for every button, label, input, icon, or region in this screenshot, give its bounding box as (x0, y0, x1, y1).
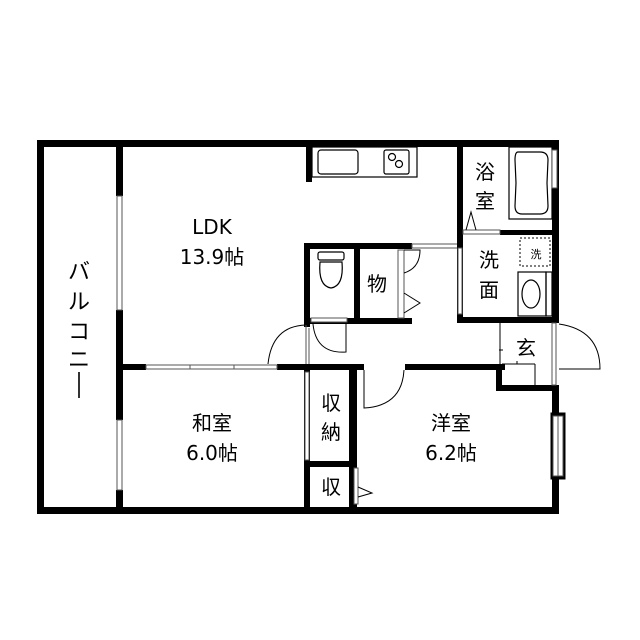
stove-icon (383, 149, 410, 175)
sliding-door-ldk-washitsu (145, 364, 278, 370)
sink-icon (317, 149, 359, 175)
balcony-char-3: コ (68, 320, 90, 345)
storage-door (397, 249, 421, 319)
bathroom-label-2: 室 (475, 189, 495, 213)
ldk-label: LDK (192, 215, 233, 239)
ldk-door (267, 324, 310, 365)
washroom-label-2: 面 (479, 278, 499, 302)
storage-label: 物 (367, 272, 387, 296)
bathroom-label-1: 浴 (475, 160, 495, 184)
washitsu-label: 和室 (192, 411, 232, 435)
balcony-char-2: ル (68, 290, 90, 315)
youshitsu-window (550, 412, 566, 480)
ldk-size: 13.9帖 (180, 245, 245, 269)
closet-large-label-1: 収 (321, 391, 341, 415)
balcony-char-4: ニ (68, 348, 90, 373)
balcony-windows (116, 195, 123, 491)
wet-area-walls (457, 140, 559, 323)
youshitsu-size: 6.2帖 (425, 441, 477, 465)
entrance-label: 玄 (516, 336, 536, 360)
toilet-icon (317, 251, 345, 289)
closet-small-label: 収 (321, 475, 341, 499)
room-labels: LDK 13.9帖 和室 6.0帖 洋室 6.2帖 浴 室 洗 面 物 収 納 … (68, 160, 542, 499)
entrance (499, 323, 536, 385)
kitchen-counter (311, 146, 418, 178)
washroom-label-1: 洗 (479, 248, 499, 272)
toilet-block-walls (304, 243, 412, 327)
front-door (551, 322, 601, 386)
balcony-char-1: バ (68, 260, 90, 285)
hallway-walls (304, 364, 559, 391)
youshitsu-label: 洋室 (431, 411, 471, 435)
bathtub-icon (508, 146, 553, 220)
washer-label: 洗 (531, 248, 542, 261)
wash-basin-icon (517, 271, 553, 317)
closet-large-label-2: 納 (321, 420, 341, 444)
washitsu-size: 6.0帖 (186, 441, 238, 465)
washer-spot (519, 237, 551, 267)
